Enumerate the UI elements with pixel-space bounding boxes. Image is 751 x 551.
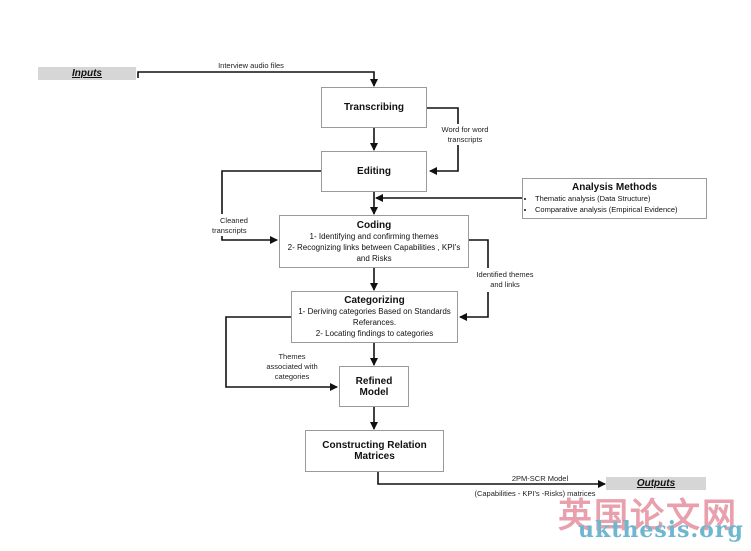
label-identified-line2: and links xyxy=(490,280,520,289)
label-themes-line3: categories xyxy=(274,372,310,381)
node-transcribing-title: Transcribing xyxy=(343,102,404,113)
edge-inputs-transcribing xyxy=(137,71,378,87)
inputs-label: Inputs xyxy=(38,67,136,80)
label-themes-associated: Themes associated with categories xyxy=(262,352,322,382)
node-categorizing-title: Categorizing xyxy=(344,295,405,306)
node-categorizing: Categorizing 1- Deriving categories Base… xyxy=(291,291,458,343)
label-cleaned-transcripts: Cleaned transcripts xyxy=(212,216,258,236)
label-word-for-word: Word for word transcripts xyxy=(430,125,500,145)
node-categorizing-line3: 2- Locating findings to categories xyxy=(315,329,434,338)
label-interview-audio: Interview audio files xyxy=(218,61,284,70)
analysis-methods-list: Thematic analysis (Data Structure) Compa… xyxy=(523,193,706,215)
label-themes-line2: associated with xyxy=(266,362,318,371)
node-constructing-title-line1: Constructing Relation xyxy=(322,440,427,451)
node-coding-line2: 2- Recognizing links between Capabilitie… xyxy=(287,242,461,252)
node-refined-model: Refined Model xyxy=(339,366,409,407)
outputs-label: Outputs xyxy=(606,477,706,490)
label-word-for-word-line2: transcripts xyxy=(447,135,483,144)
node-coding-line1: 1- Identifying and confirming themes xyxy=(309,231,439,241)
node-editing-title: Editing xyxy=(357,166,391,177)
watermark-cn: 英国论文网 xyxy=(558,496,738,536)
analysis-methods-title: Analysis Methods xyxy=(571,182,658,193)
analysis-method-item: Thematic analysis (Data Structure) xyxy=(535,193,706,204)
node-categorizing-line2: Referances. xyxy=(352,318,397,327)
node-categorizing-line1: 1- Deriving categories Based on Standard… xyxy=(298,307,451,316)
label-model-name: 2PM-SCR Model xyxy=(511,474,569,483)
node-editing: Editing xyxy=(321,151,427,192)
node-transcribing: Transcribing xyxy=(321,87,427,128)
node-constructing-matrices: Constructing Relation Matrices xyxy=(305,430,444,472)
label-identified-line1: Identified themes xyxy=(476,270,534,279)
label-word-for-word-line1: Word for word xyxy=(441,125,489,134)
label-model-matrices: (Capabilities - KPI's -Risks) matrices xyxy=(474,489,596,498)
watermark-url: ukthesis.org xyxy=(578,517,744,543)
label-themes-line1: Themes xyxy=(278,352,306,361)
node-analysis-methods: Analysis Methods Thematic analysis (Data… xyxy=(522,178,707,219)
node-coding: Coding 1- Identifying and confirming the… xyxy=(279,215,469,268)
node-constructing-title-line2: Matrices xyxy=(354,451,395,462)
node-coding-title: Coding xyxy=(356,219,392,231)
analysis-method-item: Comparative analysis (Empirical Evidence… xyxy=(535,204,706,215)
label-cleaned-line1: Cleaned xyxy=(220,216,248,225)
node-coding-line3: and Risks xyxy=(356,253,392,263)
node-refined-model-title: Refined Model xyxy=(355,375,393,398)
label-cleaned-line2: transcripts xyxy=(212,226,247,235)
label-identified-themes: Identified themes and links xyxy=(474,270,536,290)
